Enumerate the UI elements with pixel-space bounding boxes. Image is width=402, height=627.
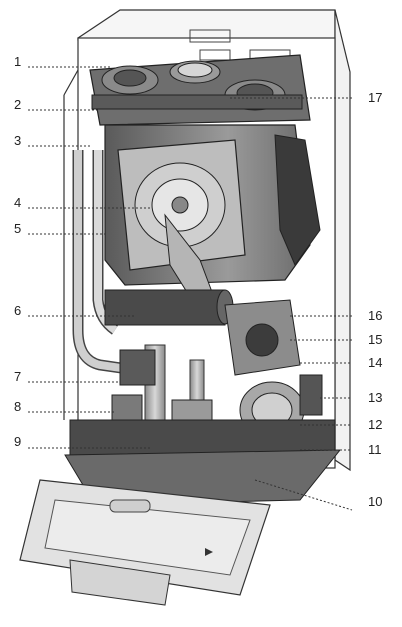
heat-exchanger <box>104 124 321 306</box>
control-panel <box>19 479 271 606</box>
pipes <box>72 150 234 456</box>
leader-lines <box>28 66 353 511</box>
callout-numbers: 1 2 3 4 5 6 7 8 9 10 11 12 13 14 15 16 1… <box>14 54 382 509</box>
callout-11: 11 <box>368 442 382 457</box>
callout-14: 14 <box>368 355 382 370</box>
callout-13: 13 <box>368 390 382 405</box>
callout-3: 3 <box>14 133 21 148</box>
callout-4: 4 <box>14 195 21 210</box>
callout-9: 9 <box>14 434 21 449</box>
callout-15: 15 <box>368 332 382 347</box>
callout-10: 10 <box>368 494 382 509</box>
callout-5: 5 <box>14 221 21 236</box>
callout-12: 12 <box>368 417 382 432</box>
callout-17: 17 <box>368 90 382 105</box>
callout-8: 8 <box>14 399 21 414</box>
callout-6: 6 <box>14 303 21 318</box>
callout-1: 1 <box>14 54 21 69</box>
callout-16: 16 <box>368 308 382 323</box>
callout-2: 2 <box>14 97 21 112</box>
callout-7: 7 <box>14 369 21 384</box>
